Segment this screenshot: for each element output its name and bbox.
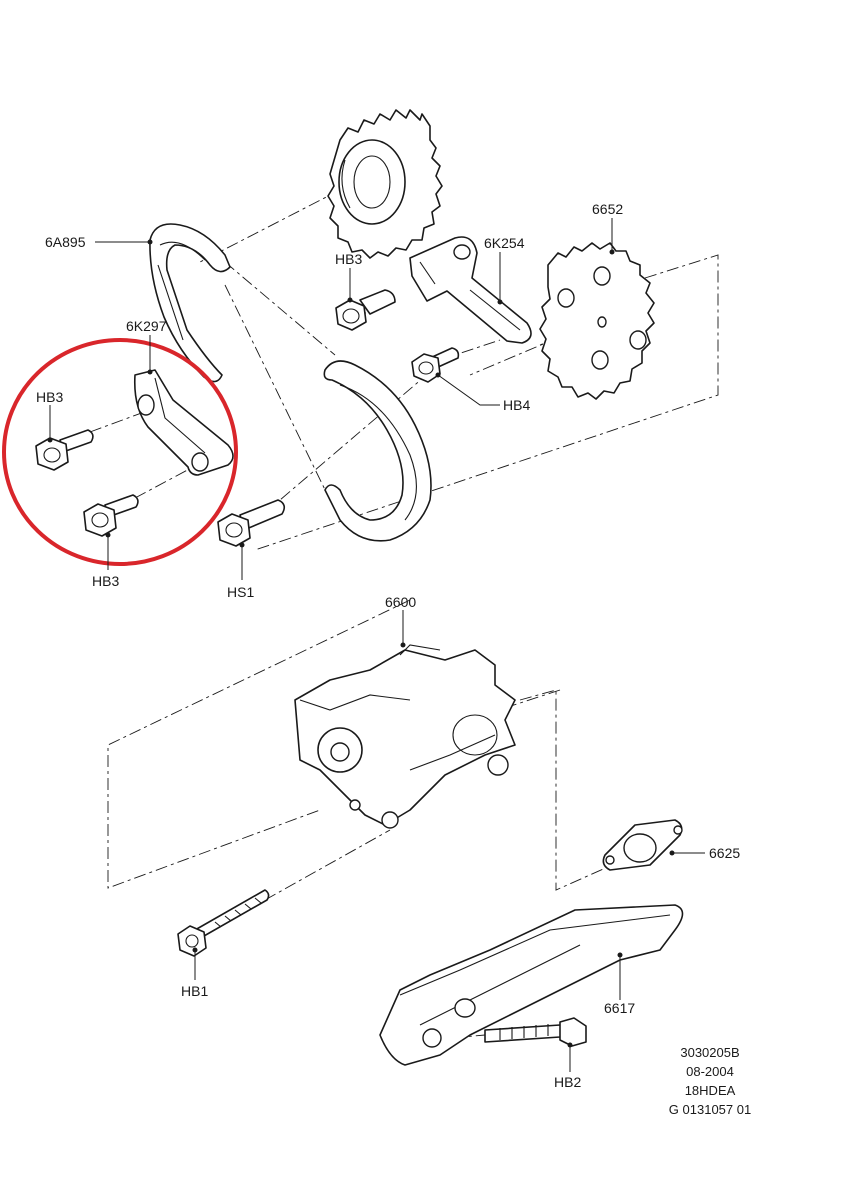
guide-6k297 bbox=[133, 369, 234, 476]
label-hb4: HB4 bbox=[503, 397, 530, 413]
crankshaft-sprocket bbox=[539, 242, 655, 400]
label-6617: 6617 bbox=[604, 1000, 635, 1016]
gasket bbox=[602, 819, 683, 871]
oil-pickup-tube bbox=[379, 904, 684, 1066]
label-hb1: HB1 bbox=[181, 983, 208, 999]
label-6k254: 6K254 bbox=[484, 235, 525, 251]
label-6652: 6652 bbox=[592, 201, 623, 217]
reference-block: 3030205B 08-2004 18HDEA G 0131057 01 bbox=[655, 1043, 765, 1119]
camshaft-sprocket bbox=[327, 109, 443, 259]
bolt-hb3-guide-lower bbox=[83, 494, 139, 537]
bolt-hs1 bbox=[217, 499, 286, 547]
timing-chain bbox=[149, 223, 432, 542]
bolt-hb4 bbox=[411, 347, 460, 383]
label-hb2: HB2 bbox=[554, 1074, 581, 1090]
reference-line-1: 3030205B bbox=[680, 1045, 740, 1060]
label-6k297: 6K297 bbox=[126, 318, 167, 334]
reference-line-2: 08-2004 bbox=[686, 1064, 734, 1079]
reference-line-3: 18HDEA bbox=[684, 1083, 736, 1098]
reference-line-4: G 0131057 01 bbox=[668, 1102, 752, 1117]
label-hs1: HS1 bbox=[227, 584, 254, 600]
label-6600: 6600 bbox=[385, 594, 416, 610]
bolt-hb1 bbox=[177, 889, 270, 957]
bolt-hb2 bbox=[484, 1017, 587, 1047]
label-hb3-guide-lower: HB3 bbox=[92, 573, 119, 589]
bolt-hb3-guide-upper bbox=[35, 429, 94, 471]
label-hb3-top: HB3 bbox=[335, 251, 362, 267]
leader-lines bbox=[47, 218, 705, 1072]
bolt-hb3-top bbox=[335, 289, 396, 331]
tensioner-arm bbox=[409, 236, 532, 344]
highlight-circle bbox=[2, 338, 238, 566]
label-6a895: 6A895 bbox=[45, 234, 86, 250]
label-hb3-guide-upper: HB3 bbox=[36, 389, 63, 405]
label-6625: 6625 bbox=[709, 845, 740, 861]
oil-pump bbox=[294, 644, 516, 829]
